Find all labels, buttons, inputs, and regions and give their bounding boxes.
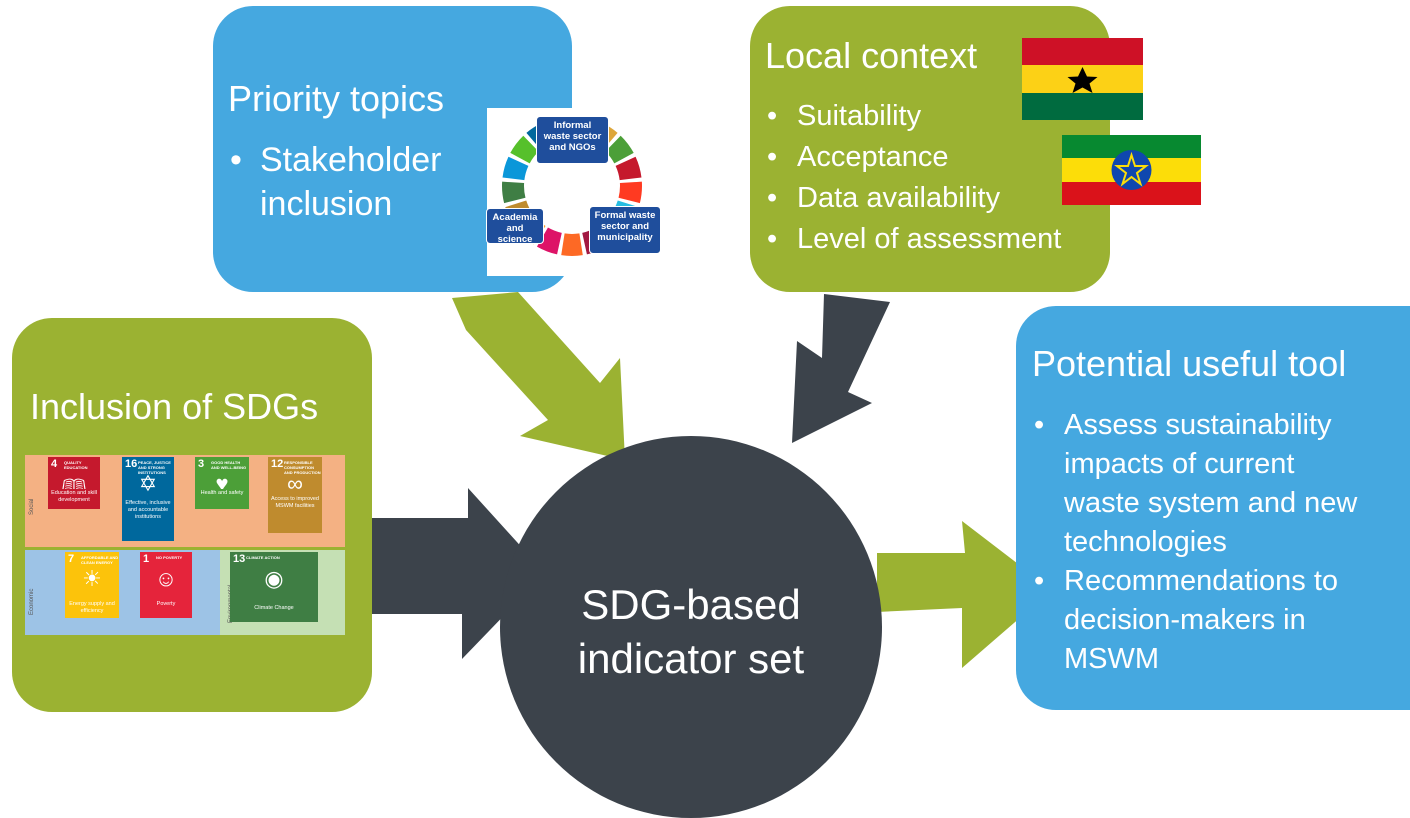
sdg-goal-name: GOOD HEALTH AND WELL-BEING	[211, 460, 247, 470]
local-bullet: Acceptance	[767, 137, 1061, 178]
sdg-goal-caption: Poverty	[140, 600, 192, 618]
ring-segment	[502, 181, 526, 204]
sdg-goal-number: 1	[143, 553, 150, 565]
sun-icon: ☀	[82, 566, 102, 591]
eye-icon: ◉	[264, 566, 284, 591]
arrow-center-to-tool	[877, 521, 1052, 668]
local-context-list: Suitability Acceptance Data availability…	[767, 96, 1061, 260]
sdg-goal-caption: Effective, inclusive and accountable ins…	[122, 499, 174, 541]
sdg-goal-caption: Climate Change	[230, 604, 318, 622]
ring-segment	[536, 227, 562, 255]
sdg-goal-7-tile: 7 AFFORDABLE AND CLEAN ENERGY☀	[65, 552, 119, 600]
potential-tool-box: Potential useful tool Assess sustainabil…	[1016, 306, 1410, 710]
dove-icon: ✡	[138, 471, 158, 496]
sdg-goal-caption: Education and skill development	[48, 489, 100, 509]
ethiopia-flag-icon	[1062, 135, 1201, 205]
sdg-goal-name: QUALITY EDUCATION	[64, 460, 88, 470]
sdg-indicator-set-circle: SDG-based indicator set	[500, 436, 882, 818]
sdg-goal-caption: Energy supply and efficiency	[65, 600, 119, 618]
sdg-goal-caption: Health and safety	[195, 489, 249, 509]
ring-segment	[510, 135, 539, 164]
sdg-goal-name: PEACE, JUSTICE AND STRONG INSTITUTIONS	[138, 460, 171, 475]
local-bullet: Data availability	[767, 178, 1061, 219]
row-label-economic: Economic	[29, 588, 35, 615]
sdg-goal-name: CLIMATE ACTION	[246, 555, 280, 560]
ring-segment	[502, 156, 529, 181]
ring-segment	[618, 181, 642, 204]
sdg-goal-name: AFFORDABLE AND CLEAN ENERGY	[81, 555, 119, 565]
sdg-goal-number: 4	[51, 458, 58, 470]
arrow-local-to-center	[792, 294, 890, 443]
ring-segment	[561, 233, 583, 256]
ring-segment	[605, 135, 634, 164]
sdg-goal-name: NO POVERTY	[156, 555, 183, 560]
local-context-title: Local context	[765, 35, 978, 76]
row-label-social: Social	[29, 498, 35, 515]
sdg-goal-1-tile: 1 NO POVERTY ☺	[140, 552, 192, 600]
family-icon: ☺	[154, 566, 178, 591]
sdg-goal-number: 3	[198, 458, 205, 470]
sdg-goal-number: 16	[125, 458, 138, 470]
priority-topics-title: Priority topics	[228, 78, 445, 119]
center-label: SDG-based indicator set	[577, 581, 805, 682]
sdg-goal-name: RESPONSIBLE CONSUMPTION AND PRODUCTION	[284, 460, 321, 475]
local-bullet: Level of assessment	[767, 219, 1061, 260]
inclusion-sdgs-title: Inclusion of SDGs	[30, 386, 319, 427]
sdg-goal-number: 7	[68, 553, 75, 565]
sdg-goal-number: 12	[271, 458, 284, 470]
ring-segment	[615, 156, 642, 181]
local-bullet: Suitability	[767, 96, 1061, 137]
sdg-goal-caption: Access to improved MSWM facilities	[268, 495, 322, 533]
arrow-priority-to-center	[452, 292, 625, 460]
ghana-flag-icon	[1022, 38, 1143, 120]
infinity-icon: ∞	[287, 471, 303, 496]
potential-tool-title: Potential useful tool	[1032, 343, 1347, 384]
sdg-goal-number: 13	[233, 553, 246, 565]
